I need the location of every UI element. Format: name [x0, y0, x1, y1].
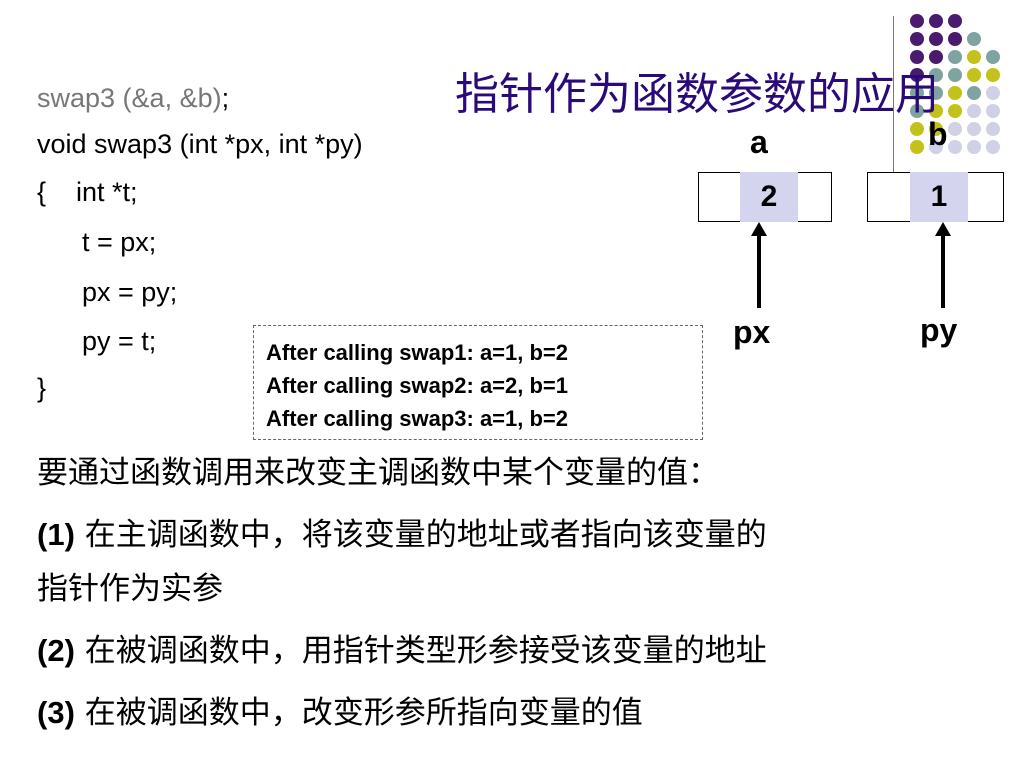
code-call-semicolon: ;: [221, 83, 230, 113]
code-line: { int *t;: [37, 177, 138, 207]
decorative-dot: [986, 86, 1000, 100]
pointer-label-px: px: [733, 314, 771, 350]
output-line: After calling swap2: a=2, b=1: [266, 373, 569, 398]
decorative-dot: [910, 140, 924, 154]
decorative-dot: [910, 68, 924, 82]
step-text: 在被调函数中，改变形参所指向变量的值: [74, 695, 643, 731]
code-line: py = t;: [37, 326, 157, 356]
decorative-dot: [929, 122, 943, 136]
code-line: px = py;: [37, 277, 178, 307]
decorative-dot: [948, 50, 962, 64]
decorative-dot: [948, 140, 962, 154]
variable-label-a: a: [750, 124, 768, 160]
decorative-dot: [929, 140, 943, 154]
code-line: }: [37, 373, 47, 403]
decorative-dot: [967, 122, 981, 136]
decorative-dot: [967, 140, 981, 154]
explanation-step-2: (2) 在被调函数中，用指针类型形参接受该变量的地址: [37, 628, 767, 674]
pointer-label-py: py: [920, 312, 958, 348]
decorative-dot: [910, 14, 924, 28]
decorative-dot: [910, 104, 924, 118]
decorative-dot: [929, 68, 943, 82]
decorative-dot: [948, 122, 962, 136]
decorative-dot: [967, 32, 981, 46]
decorative-dot: [929, 50, 943, 64]
decorative-dot-grid: [910, 14, 1024, 164]
explanation-step-1: (1) 在主调函数中，将该变量的地址或者指向该变量的: [37, 512, 767, 558]
decorative-dot: [929, 104, 943, 118]
decorative-dot: [967, 50, 981, 64]
code-line: void swap3 (int *px, int *py): [37, 129, 363, 159]
pointer-arrow-px: [757, 234, 761, 308]
value-box-b: 1: [910, 172, 968, 222]
output-line: After calling swap1: a=1, b=2: [266, 340, 569, 365]
decorative-dot: [986, 50, 1000, 64]
code-line: t = px;: [37, 227, 157, 257]
step-text: 在被调函数中，用指针类型形参接受该变量的地址: [74, 633, 767, 669]
decorative-dot: [910, 32, 924, 46]
divider-line: [893, 16, 894, 188]
decorative-dot: [929, 14, 943, 28]
step-number: (2): [37, 633, 75, 668]
decorative-dot: [929, 32, 943, 46]
code-call: swap3 (&a, &b): [37, 83, 222, 113]
explanation-step-3: (3) 在被调函数中，改变形参所指向变量的值: [37, 690, 643, 736]
decorative-dot: [986, 104, 1000, 118]
variable-label-b: b: [928, 116, 948, 152]
explanation-intro: 要通过函数调用来改变主调函数中某个变量的值：: [37, 455, 719, 491]
step-text: 在主调函数中，将该变量的地址或者指向该变量的: [74, 517, 767, 553]
decorative-dot: [910, 122, 924, 136]
decorative-dot: [929, 86, 943, 100]
decorative-dot: [948, 86, 962, 100]
arrow-up-icon: [751, 222, 767, 236]
decorative-dot: [910, 50, 924, 64]
decorative-dot: [967, 68, 981, 82]
step-number: (3): [37, 695, 75, 730]
explanation-step-1-continued: 指针作为实参: [37, 571, 223, 607]
code-call-line: swap3 (&a, &b);: [37, 82, 229, 114]
pointer-arrow-py: [941, 234, 945, 308]
decorative-dot: [986, 68, 1000, 82]
value-box-a: 2: [740, 172, 798, 222]
decorative-dot: [948, 68, 962, 82]
decorative-dot: [986, 122, 1000, 136]
output-line: After calling swap3: a=1, b=2: [266, 406, 569, 431]
slide-title: 指针作为函数参数的应用: [455, 69, 939, 120]
decorative-dot: [910, 86, 924, 100]
decorative-dot: [986, 140, 1000, 154]
decorative-dot: [967, 86, 981, 100]
decorative-dot: [948, 104, 962, 118]
program-output-box: After calling swap1: a=1, b=2 After call…: [253, 325, 703, 440]
decorative-dot: [948, 14, 962, 28]
decorative-dot: [948, 32, 962, 46]
step-number: (1): [37, 517, 75, 552]
arrow-up-icon: [935, 222, 951, 236]
decorative-dot: [967, 104, 981, 118]
